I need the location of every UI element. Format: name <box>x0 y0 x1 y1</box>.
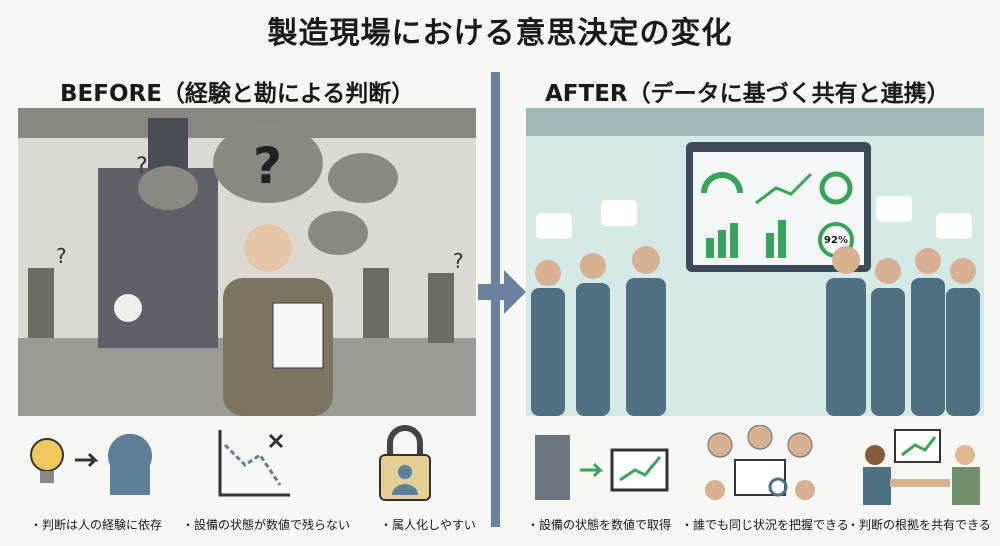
lightbulb-to-head-icon <box>30 433 152 495</box>
before-illustration: ? ??? <box>18 108 476 416</box>
svg-text:?: ? <box>453 249 464 273</box>
gauge-value: 92% <box>824 235 848 246</box>
page-title: 製造現場における意思決定の変化 <box>267 16 733 51</box>
after-heading: AFTER（データに基づく共有と連携） <box>545 81 950 107</box>
svg-text:?: ? <box>56 244 67 268</box>
before-caption-2: ・設備の状態が数値で残らない <box>182 518 351 532</box>
arrow-right-icon <box>478 270 526 314</box>
svg-text:?: ? <box>253 137 282 195</box>
handshake-icon <box>863 429 980 505</box>
after-caption-3: ・判断の根拠を共有できる <box>847 518 991 532</box>
before-caption-1: ・判断は人の経験に依存 <box>30 518 163 532</box>
shared-dashboard-icon <box>705 425 815 500</box>
before-heading: BEFORE（経験と勘による判断） <box>60 81 415 107</box>
padlock-person-icon <box>379 425 431 501</box>
declining-chart-icon <box>218 430 290 497</box>
after-caption-2: ・誰でも同じ状況を把握できる <box>681 518 849 532</box>
after-caption-1: ・設備の状態を数値で取得 <box>527 518 672 532</box>
machine-to-monitor-icon <box>535 435 669 500</box>
after-illustration: 92% <box>526 108 984 416</box>
svg-text:?: ? <box>136 154 148 179</box>
before-caption-3: ・属人化しやすい <box>380 518 476 532</box>
